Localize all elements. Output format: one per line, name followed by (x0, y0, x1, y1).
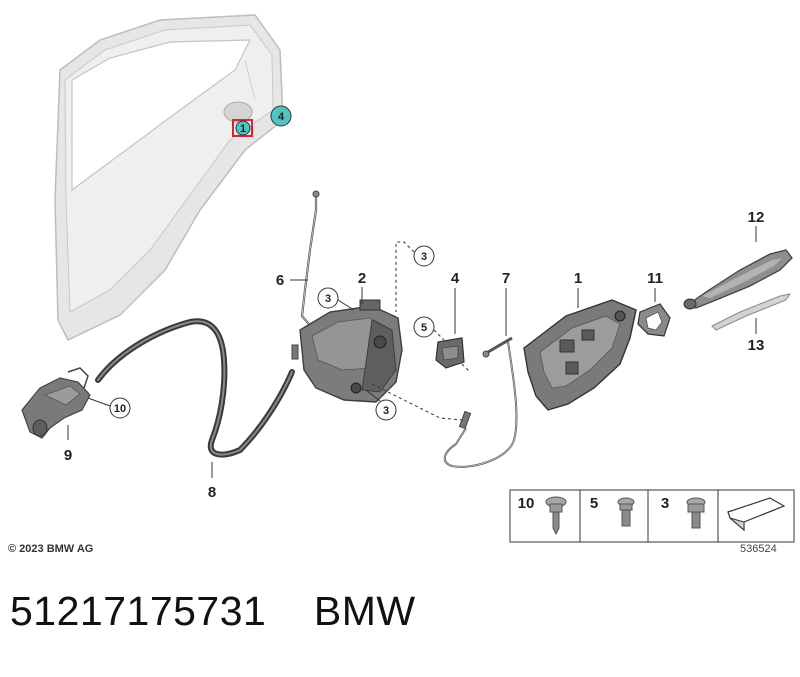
part-12-outer-handle (683, 249, 793, 310)
callout-9: 9 (64, 447, 72, 464)
brand-name: BMW (313, 588, 416, 634)
highlight-box (232, 119, 253, 137)
callout-5: 5 (421, 322, 427, 334)
screw-10-icon (545, 496, 567, 536)
screw-5-icon (617, 497, 635, 527)
screw-legend: 10 5 3 (509, 489, 795, 543)
screw-3-icon (686, 497, 706, 529)
callout-10: 10 (114, 403, 126, 415)
callout-7: 7 (502, 270, 510, 287)
callout-1-door: 1 (240, 123, 246, 135)
part-2-lock-module (299, 299, 403, 403)
callout-4-part: 4 (451, 270, 460, 287)
callout-4-circle (270, 105, 292, 127)
part-11-gasket (637, 303, 671, 337)
legend-label-10: 10 (518, 495, 535, 512)
part-1-handle-carrier (523, 299, 637, 411)
part-6-rod (300, 190, 320, 331)
part-13-trim (711, 293, 792, 331)
callout-3b: 3 (421, 251, 427, 263)
part-7-cable (443, 336, 518, 468)
callout-3b-circle (413, 245, 435, 267)
callout-12: 12 (748, 209, 765, 226)
callout-10-circle (109, 397, 131, 419)
copyright: © 2023 BMW AG (8, 543, 94, 555)
callout-6: 6 (276, 272, 284, 289)
callout-2: 2 (358, 270, 366, 287)
callout-3a: 3 (325, 293, 331, 305)
callout-8: 8 (208, 484, 216, 501)
callout-3c: 3 (383, 405, 389, 417)
callout-1: 1 (574, 270, 582, 287)
callout-3a-circle (317, 287, 339, 309)
callout-5-circle (413, 316, 435, 338)
footer-title: 51217175731 BMW (10, 588, 416, 635)
door-shell (54, 14, 284, 341)
callout-11: 11 (647, 270, 663, 287)
diagram-number: 536524 (740, 543, 777, 555)
callout-3c-circle (375, 399, 397, 421)
part-number: 51217175731 (10, 588, 267, 634)
callout-1-door-circle (235, 120, 251, 136)
callout-4: 4 (278, 111, 285, 123)
legend-label-5: 5 (590, 495, 598, 512)
part-8-cable (95, 318, 299, 458)
legend-label-3: 3 (661, 495, 669, 512)
part-4-bracket (435, 337, 465, 369)
callout-13: 13 (748, 337, 765, 354)
arrow-icon (727, 497, 786, 532)
part-9-lock (21, 367, 91, 439)
